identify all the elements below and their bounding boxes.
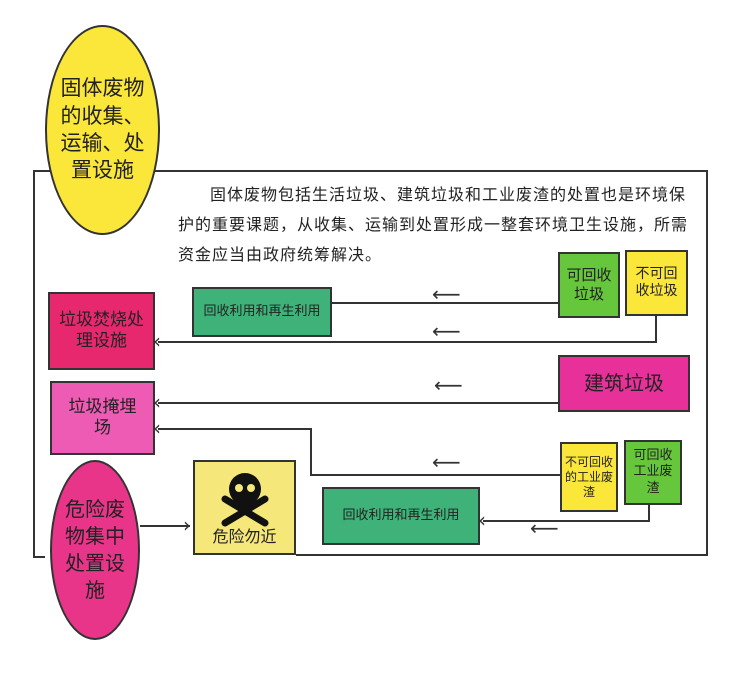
danger-sign-box: 危险勿近 xyxy=(193,460,296,555)
hazard-ellipse: 危险废物集中处置设施 xyxy=(50,460,140,640)
connector-recyclable xyxy=(332,302,558,304)
direction-arrow-icon: ⟵ xyxy=(530,516,559,540)
arrowhead-icon: ‹ xyxy=(153,416,161,440)
non-recyclable-garbage-label: 不可回收垃圾 xyxy=(635,265,678,300)
non-recyclable-garbage-box: 不可回收垃圾 xyxy=(625,250,688,316)
title-ellipse: 固体废物的收集、运输、处置设施 xyxy=(45,25,160,235)
connector-industrial-c xyxy=(310,474,560,476)
arrowhead-icon: ‹ xyxy=(478,508,486,532)
recyclable-industrial-label: 可回收工业废渣 xyxy=(633,448,673,496)
recyclable-garbage-box: 可回收垃圾 xyxy=(558,252,620,318)
connector-nonrec xyxy=(158,341,657,343)
recyclable-industrial-box: 可回收工业废渣 xyxy=(624,440,682,505)
connector-industrial-b xyxy=(310,428,312,475)
landfill-label: 垃圾掩埋场 xyxy=(68,396,137,438)
recycle-box-1: 回收利用和再生利用 xyxy=(192,287,332,337)
landfill-box: 垃圾掩埋场 xyxy=(50,381,155,455)
construction-waste-label: 建筑垃圾 xyxy=(584,371,664,395)
incineration-box: 垃圾焚烧处理设施 xyxy=(48,292,155,370)
construction-waste-box: 建筑垃圾 xyxy=(558,355,690,412)
frame-bottom-left xyxy=(33,556,45,558)
frame-right xyxy=(706,170,708,556)
direction-arrow-icon: ⟵ xyxy=(432,319,461,343)
connector-recind-down xyxy=(648,505,650,520)
frame-bottom xyxy=(296,554,708,556)
arrowhead-icon: › xyxy=(183,513,191,537)
recyclable-garbage-label: 可回收垃圾 xyxy=(566,266,612,303)
recycle-label-2: 回收利用和再生利用 xyxy=(342,507,460,523)
connector-recind xyxy=(483,520,650,522)
connector-hazard xyxy=(140,525,190,527)
connector-industrial-a xyxy=(158,428,310,430)
frame-left xyxy=(33,170,35,558)
incineration-label: 垃圾焚烧处理设施 xyxy=(59,309,144,351)
hazard-label: 危险废物集中处置设施 xyxy=(65,497,125,602)
recycle-label-1: 回收利用和再生利用 xyxy=(203,303,321,319)
connector-construction xyxy=(158,402,558,404)
recycle-box-2: 回收利用和再生利用 xyxy=(322,487,480,545)
danger-sign-label: 危险勿近 xyxy=(212,526,277,546)
title-text: 固体废物的收集、运输、处置设施 xyxy=(60,76,145,183)
non-recyclable-industrial-box: 不可回收的工业废渣 xyxy=(560,442,618,512)
connector-nonrec-down xyxy=(655,316,657,341)
arrowhead-icon: ‹ xyxy=(153,390,161,414)
direction-arrow-icon: ⟵ xyxy=(432,282,461,306)
frame-top xyxy=(33,170,708,172)
direction-arrow-icon: ⟵ xyxy=(434,373,463,397)
description-text: 固体废物包括生活垃圾、建筑垃圾和工业废渣的处置也是环境保护的重要课题，从收集、运… xyxy=(178,185,689,264)
non-recyclable-industrial-label: 不可回收的工业废渣 xyxy=(564,454,613,499)
arrowhead-icon: ‹ xyxy=(153,329,161,353)
skull-crossbones-icon xyxy=(221,472,268,526)
direction-arrow-icon: ⟵ xyxy=(432,450,461,474)
